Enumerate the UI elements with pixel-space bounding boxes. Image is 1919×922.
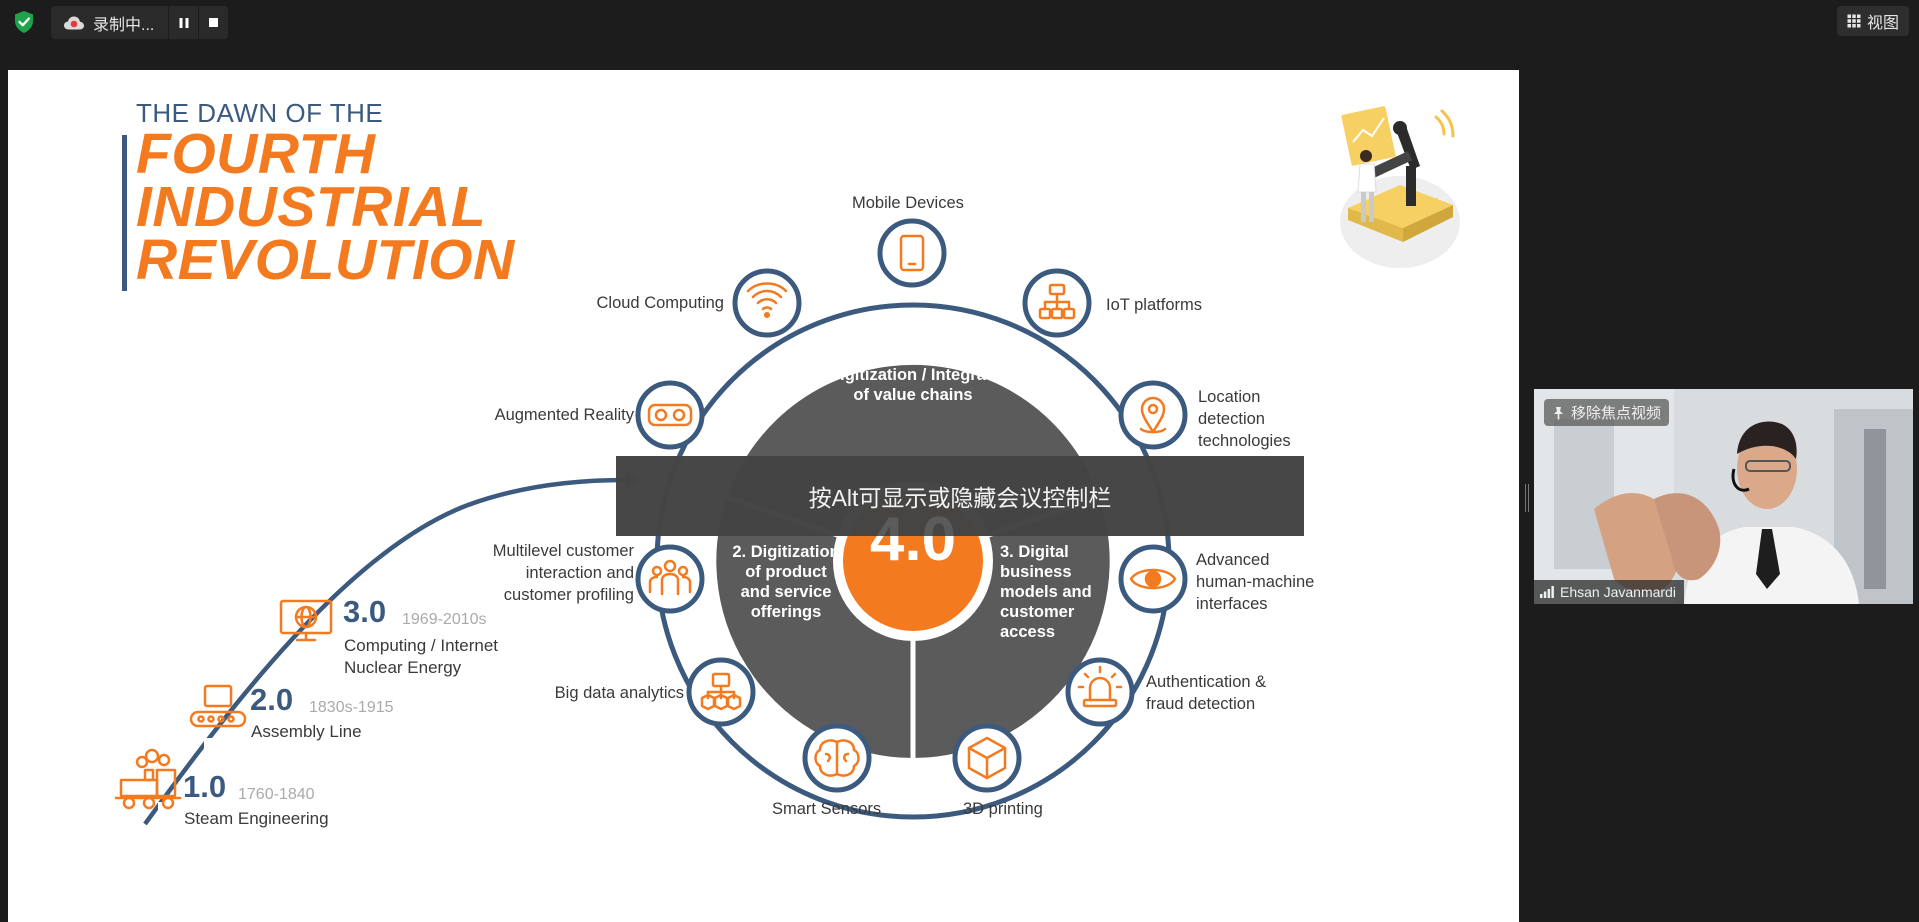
pause-recording-button[interactable] (168, 6, 198, 39)
version-2-number: 2.0 (250, 682, 294, 717)
participant-video-tile[interactable]: 移除焦点视频 Ehsan Javanmardi (1534, 389, 1913, 604)
node-ar (635, 380, 705, 450)
view-label: 视图 (1866, 15, 1899, 32)
view-button[interactable]: 视图 (1836, 6, 1909, 36)
label-augmented-reality: Augmented Reality (494, 406, 634, 424)
node-mobile (877, 218, 947, 288)
version-3-number: 3.0 (343, 594, 387, 629)
label-authentication: Authentication & fraud detection (1146, 673, 1267, 713)
remove-spotlight-button[interactable]: 移除焦点视频 (1544, 399, 1670, 426)
version-3-years: 1969-2010s (402, 611, 487, 628)
recording-label: 录制中... (93, 16, 155, 34)
label-advanced-hmi: Advanced human-machine interfaces (1196, 551, 1315, 613)
version-1-number: 1.0 (183, 769, 227, 804)
version-1-years: 1760-1840 (238, 786, 315, 803)
shield-check-icon[interactable] (13, 10, 35, 34)
data-hierarchy-icon (700, 672, 742, 711)
node-multilevel (635, 544, 705, 614)
grid-view-icon (1847, 14, 1861, 28)
pause-icon (179, 17, 189, 28)
title-line-3: REVOLUTION (136, 228, 515, 292)
label-multilevel-customer: Multilevel customer interaction and cust… (492, 542, 634, 604)
slide-title: FOURTH INDUSTRIAL REVOLUTION (136, 122, 515, 292)
pin-icon (1554, 406, 1563, 419)
people-group-icon (648, 559, 692, 596)
brain-sensor-icon (814, 739, 860, 777)
steam-train-icon (114, 748, 182, 810)
recording-indicator: 录制中... (51, 6, 229, 39)
label-smart-sensors: Smart Sensors (772, 800, 882, 818)
alarm-light-icon (1077, 665, 1123, 708)
version-1-desc: Steam Engineering (184, 809, 329, 828)
node-auth (1065, 657, 1135, 727)
node-cloud (732, 268, 802, 338)
title-line-2: INDUSTRIAL (136, 175, 487, 239)
cube-3d-printing-icon (967, 736, 1007, 780)
participant-name-tag: Ehsan Javanmardi (1534, 580, 1684, 604)
iot-network-icon (1038, 283, 1076, 320)
participant-name: Ehsan Javanmardi (1560, 584, 1676, 600)
eye-interface-icon (1129, 568, 1177, 590)
meeting-controls-hint-overlay: 按Alt可显示或隐藏会议控制栏 (616, 456, 1304, 536)
wedge-left-text: 2. Digitization of product and service o… (732, 543, 840, 621)
location-pin-icon (1139, 396, 1167, 434)
label-mobile-devices: Mobile Devices (852, 194, 964, 212)
version-3-desc: Computing / Internet Nuclear Energy (344, 636, 499, 677)
title-small: THE DAWN OF THE (136, 98, 384, 128)
mobile-device-icon (899, 234, 925, 272)
node-location (1118, 380, 1188, 450)
stop-recording-button[interactable] (198, 6, 228, 39)
remove-spotlight-label: 移除焦点视频 (1571, 405, 1662, 422)
label-location-detection: Location detection technologies (1198, 388, 1291, 450)
vr-goggles-icon (647, 403, 693, 427)
recording-status[interactable]: 录制中... (51, 6, 168, 39)
title-line-1: FOURTH (136, 122, 376, 186)
history-arc (143, 477, 627, 826)
stop-icon (209, 18, 219, 27)
signal-strength-icon (1540, 586, 1554, 598)
wifi-icon (746, 282, 788, 319)
panel-resize-handle[interactable] (1525, 484, 1529, 512)
wedge-right-text: 3. Digital business models and customer … (1000, 543, 1092, 641)
label-3d-printing: 3D printing (963, 800, 1043, 818)
cloud-record-icon (64, 16, 84, 29)
robot-arm-illustration (1340, 106, 1460, 268)
label-iot-platforms: IoT platforms (1106, 296, 1202, 314)
wedge-top-text: 1. Digitization / Integration of value c… (809, 366, 1017, 404)
assembly-line-icon (189, 684, 247, 728)
label-cloud-computing: Cloud Computing (596, 294, 725, 312)
computer-globe-icon (279, 599, 333, 642)
version-2-desc: Assembly Line (251, 722, 362, 741)
title-accent-bar (122, 135, 127, 291)
label-big-data: Big data analytics (554, 684, 684, 702)
version-2-years: 1830s-1915 (309, 699, 394, 716)
